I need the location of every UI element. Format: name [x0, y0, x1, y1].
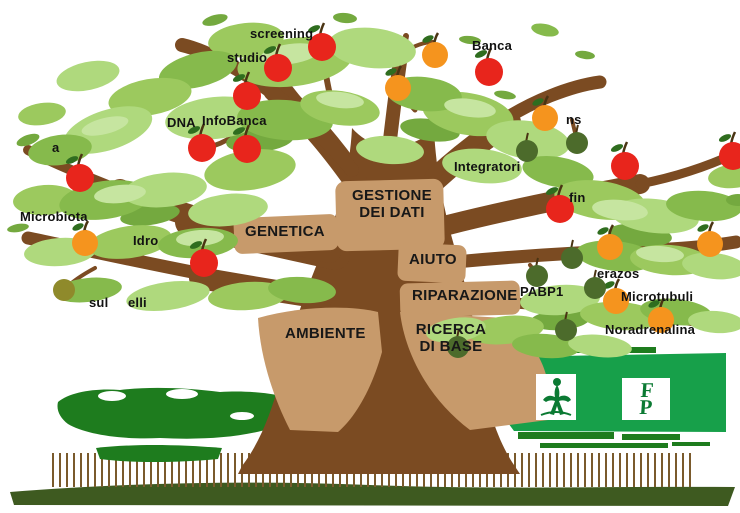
orange-fruit [695, 220, 725, 259]
fruit-label: InfoBanca [202, 113, 267, 128]
branch-label-ricerca-di-base: RICERCA DI BASE [415, 321, 487, 355]
orange-fruit [383, 64, 413, 103]
orange-fruit [420, 31, 450, 70]
fruit-label: sul [89, 295, 109, 310]
ground [10, 482, 735, 506]
fruit-label: DNA [167, 115, 196, 130]
tree-fruits [53, 21, 740, 359]
branch-label-gestione-dei-dati: GESTIONE DEI DATI [352, 187, 432, 221]
fp-monogram-icon: FP [638, 377, 654, 419]
branch-label-riparazione: RIPARAZIONE [412, 287, 518, 304]
apple-fruit [472, 46, 505, 88]
fruit-label: Microbiota [20, 209, 88, 224]
fruit-label: ns [566, 112, 582, 127]
fruit-label: Integratori [454, 159, 521, 174]
green-fruit [560, 239, 584, 270]
fruit-label: Idro [133, 233, 159, 248]
branch-label-aiuto: AIUTO [409, 251, 457, 268]
fruit-label: elli [128, 295, 147, 310]
fruit-label: fin [569, 190, 586, 205]
fruit-label: Banca [472, 38, 513, 53]
erased-logo-remnant [57, 387, 294, 462]
fruit-label: studio [227, 50, 268, 65]
person-figure-icon [540, 378, 572, 416]
fruit-label: PABP1 [520, 284, 564, 299]
orange-fruit [70, 219, 100, 258]
fruit-label: Noradrenalina [605, 322, 696, 337]
person-logo-card [536, 374, 576, 420]
branch-label-genetica: GENETICA [245, 223, 325, 240]
fruit-label: erazos [597, 266, 640, 281]
fruit-label: screening [250, 26, 314, 41]
apple-fruit [63, 152, 96, 194]
olive-fruit [53, 279, 75, 301]
branch-label-ambiente: AMBIENTE [285, 325, 366, 342]
green-fruit [565, 124, 589, 155]
apple-fruit [608, 140, 641, 182]
fp-logo-card: FP [622, 378, 670, 420]
fruit-label: a [52, 140, 60, 155]
fruit-label: Microtubuli [621, 289, 694, 304]
